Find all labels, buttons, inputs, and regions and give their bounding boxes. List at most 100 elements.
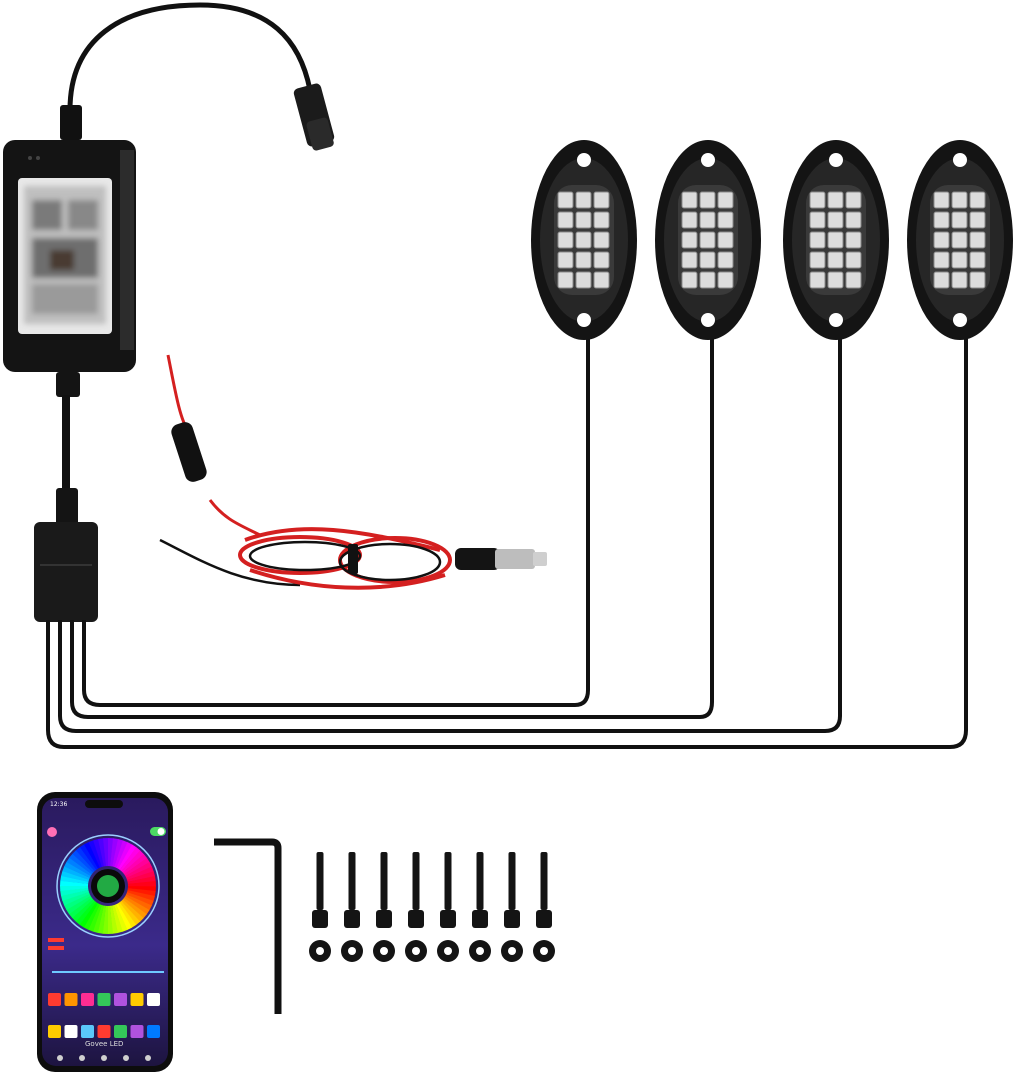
color-wheel[interactable] [56, 834, 160, 938]
washer [373, 940, 395, 962]
power-lead [159, 354, 547, 590]
led-chip [933, 271, 950, 289]
led-chip [933, 251, 950, 269]
led-chip [951, 271, 968, 289]
color-swatch[interactable] [114, 1025, 127, 1038]
led-chip [699, 211, 716, 229]
palette-row-1[interactable] [48, 993, 160, 1006]
led-chip [845, 211, 862, 229]
led-chip [951, 251, 968, 269]
led-chip [575, 271, 592, 289]
led-chip [969, 231, 986, 249]
pod-cables [46, 335, 968, 749]
palette-row-2[interactable] [48, 1025, 160, 1038]
bolt [312, 852, 328, 928]
led-chip [717, 191, 734, 209]
color-swatch[interactable] [81, 1025, 94, 1038]
led-chip [557, 251, 574, 269]
controller-input-cable [60, 2, 335, 151]
washer [437, 940, 459, 962]
led-chip [593, 211, 610, 229]
app-footer-text: Govee LED [85, 1040, 123, 1048]
led-chip [969, 191, 986, 209]
led-chip [717, 231, 734, 249]
bolt [536, 852, 552, 928]
color-swatch[interactable] [147, 1025, 160, 1038]
led-chip [557, 271, 574, 289]
led-chip [575, 231, 592, 249]
screws [312, 852, 552, 928]
led-chip [557, 211, 574, 229]
led-chip [681, 231, 698, 249]
led-pods [531, 140, 1013, 340]
led-chip [809, 271, 826, 289]
color-swatch[interactable] [130, 1025, 144, 1038]
led-chip [969, 271, 986, 289]
led-chip [593, 251, 610, 269]
color-swatch[interactable] [147, 993, 160, 1006]
app-tabbar[interactable] [57, 1055, 151, 1061]
led-pod [783, 140, 889, 340]
led-chip [827, 251, 844, 269]
led-pod [531, 140, 637, 340]
color-swatch[interactable] [97, 993, 111, 1006]
led-chip [969, 211, 986, 229]
led-chip [827, 271, 844, 289]
bolt [472, 852, 488, 928]
led-chip [827, 231, 844, 249]
led-chip [827, 211, 844, 229]
led-pod [907, 140, 1013, 340]
led-chip [699, 271, 716, 289]
led-chip [575, 251, 592, 269]
led-chip [809, 231, 826, 249]
bolt [408, 852, 424, 928]
status-time: 12:36 [50, 801, 67, 808]
color-swatch[interactable] [130, 993, 144, 1006]
color-swatch[interactable] [81, 993, 94, 1006]
phone: 12:36 Govee LED [37, 792, 173, 1072]
led-chip [969, 251, 986, 269]
led-chip [933, 211, 950, 229]
color-wheel-icon[interactable] [47, 827, 57, 837]
led-chip [809, 251, 826, 269]
led-chip [845, 231, 862, 249]
washer [341, 940, 363, 962]
led-chip [827, 191, 844, 209]
led-chip [557, 191, 574, 209]
led-chip [845, 251, 862, 269]
bolt [344, 852, 360, 928]
led-chip [575, 211, 592, 229]
washer [405, 940, 427, 962]
led-chip [717, 211, 734, 229]
splitter-cable [34, 395, 98, 622]
washer [469, 940, 491, 962]
color-swatch[interactable] [64, 1025, 78, 1038]
led-chip [681, 251, 698, 269]
led-chip [809, 191, 826, 209]
led-chip [681, 271, 698, 289]
color-swatch[interactable] [64, 993, 78, 1006]
led-chip [557, 231, 574, 249]
color-swatch[interactable] [114, 993, 127, 1006]
led-chip [699, 231, 716, 249]
color-swatch[interactable] [48, 993, 61, 1006]
bolt [504, 852, 520, 928]
led-chip [951, 191, 968, 209]
color-swatch[interactable] [97, 1025, 111, 1038]
color-swatch[interactable] [48, 1025, 61, 1038]
led-chip [717, 271, 734, 289]
allen-wrench [214, 838, 282, 1014]
led-chip [699, 191, 716, 209]
controller-box [3, 140, 136, 397]
led-chip [845, 191, 862, 209]
led-chip [593, 191, 610, 209]
led-chip [681, 211, 698, 229]
led-pod [655, 140, 761, 340]
washers [309, 940, 555, 962]
washer [533, 940, 555, 962]
led-chip [593, 271, 610, 289]
led-chip [951, 231, 968, 249]
led-chip [951, 211, 968, 229]
washer [501, 940, 523, 962]
